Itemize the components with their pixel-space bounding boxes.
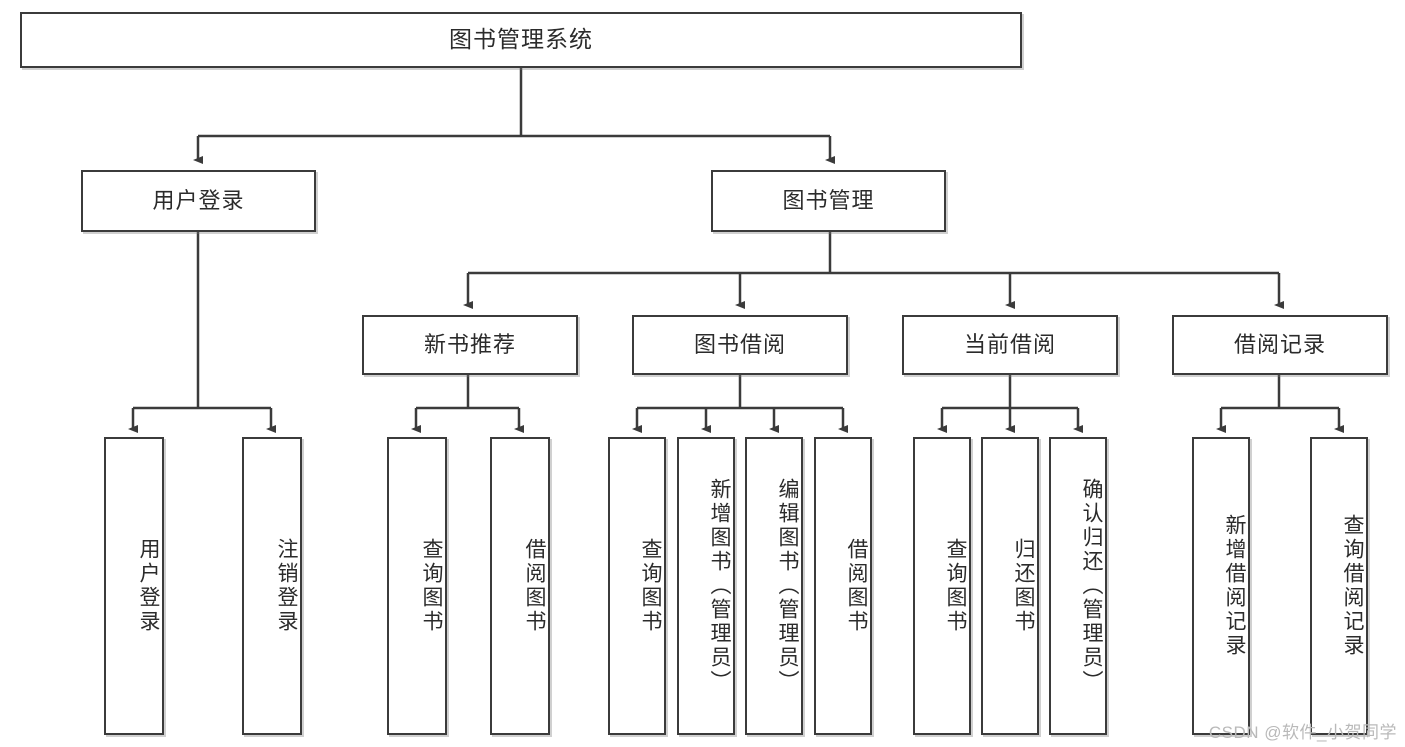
leaf-borrow-query-book[interactable]: 查询图书 [608,437,666,735]
leaf-label: 新增图书（管理员） [708,478,731,694]
leaf-label: 查询借阅记录 [1341,514,1364,658]
node-book-borrow[interactable]: 图书借阅 [632,315,848,375]
node-root-system[interactable]: 图书管理系统 [20,12,1022,68]
leaf-label: 归还图书 [1012,538,1035,634]
leaf-label: 注销登录 [275,538,298,634]
leaf-label: 借阅图书 [523,538,546,634]
leaf-current-confirm-return[interactable]: 确认归还（管理员） [1049,437,1107,735]
leaf-recommend-borrow-book[interactable]: 借阅图书 [490,437,550,735]
leaf-label: 查询图书 [420,538,443,634]
node-book-manage[interactable]: 图书管理 [711,170,946,232]
leaf-record-query-record[interactable]: 查询借阅记录 [1310,437,1368,735]
leaf-borrow-borrow-book[interactable]: 借阅图书 [814,437,872,735]
leaf-user-login[interactable]: 用户登录 [104,437,164,735]
leaf-borrow-add-book[interactable]: 新增图书（管理员） [677,437,735,735]
leaf-label: 确认归还（管理员） [1080,478,1103,694]
leaf-user-logout[interactable]: 注销登录 [242,437,302,735]
leaf-borrow-edit-book[interactable]: 编辑图书（管理员） [745,437,803,735]
node-user-login[interactable]: 用户登录 [81,170,316,232]
node-borrow-record[interactable]: 借阅记录 [1172,315,1388,375]
csdn-watermark: CSDN @软件_小贺同学 [1208,723,1397,742]
node-current-borrow[interactable]: 当前借阅 [902,315,1118,375]
leaf-label: 用户登录 [137,538,160,634]
leaf-label: 新增借阅记录 [1223,514,1246,658]
leaf-current-query-book[interactable]: 查询图书 [913,437,971,735]
leaf-label: 借阅图书 [845,538,868,634]
node-new-book-recommend[interactable]: 新书推荐 [362,315,578,375]
leaf-label: 查询图书 [944,538,967,634]
leaf-recommend-query-book[interactable]: 查询图书 [387,437,447,735]
leaf-label: 查询图书 [639,538,662,634]
leaf-current-return-book[interactable]: 归还图书 [981,437,1039,735]
leaf-label: 编辑图书（管理员） [776,478,799,694]
leaf-record-add-record[interactable]: 新增借阅记录 [1192,437,1250,735]
